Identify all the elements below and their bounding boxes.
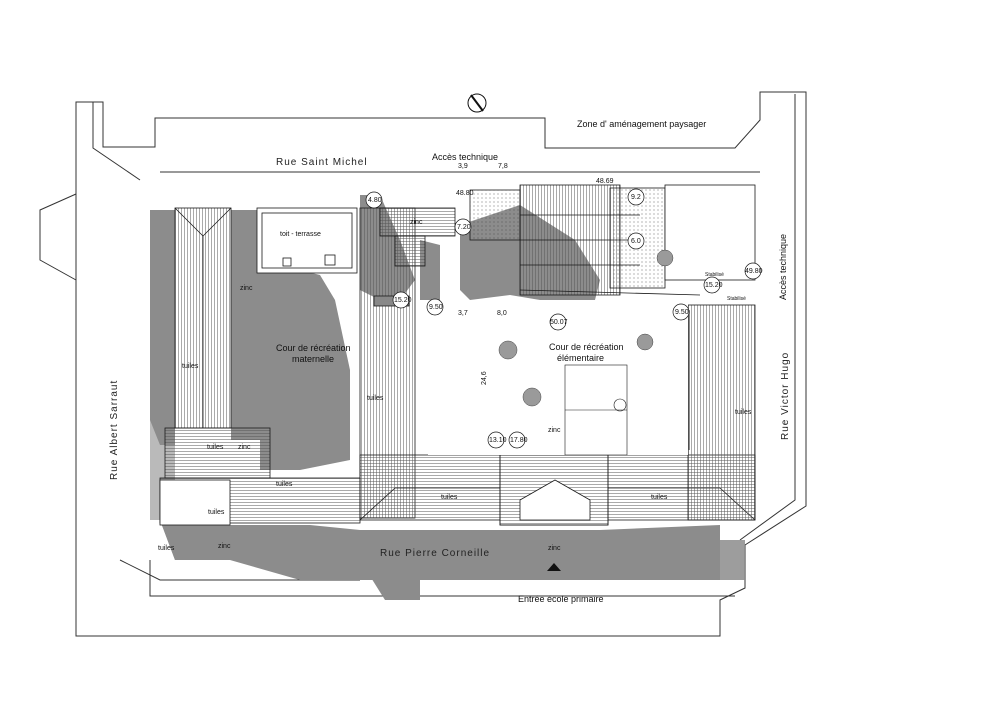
label-cour-maternelle-1: Cour de récréation <box>276 343 351 353</box>
label-zinc-bottom-edge: zinc <box>548 545 561 552</box>
label-zinc-top-central: zinc <box>410 219 423 226</box>
label-zinc-left-bottom: zinc <box>238 444 251 451</box>
label-cour-elementaire-2: élémentaire <box>557 353 604 363</box>
entrance-triangle-icon <box>547 563 561 571</box>
label-zone-paysager: Zone d' aménagement paysager <box>577 119 706 129</box>
level-15-20-b: 15.20 <box>705 282 723 289</box>
cour-elementaire <box>428 300 688 456</box>
label-tuiles-bottom-left: tuiles <box>441 494 458 501</box>
label-acces-technique-right: Accès technique <box>778 234 788 300</box>
label-stabilise-b: Stabilisé <box>727 296 746 302</box>
label-zinc-corner: zinc <box>218 543 231 550</box>
pergola-zone <box>469 184 756 296</box>
trees <box>498 249 674 407</box>
level-17-80: 17.80 <box>510 437 528 444</box>
street-victor-hugo: Rue Victor Hugo <box>780 352 791 440</box>
dim-8-0: 8,0 <box>497 310 507 317</box>
level-48-80: 48.80 <box>456 190 474 197</box>
level-48-69: 48.69 <box>596 178 614 185</box>
label-tuiles-strip: tuiles <box>276 481 293 488</box>
dim-3-9: 3,9 <box>458 163 468 170</box>
north-arrow-icon <box>467 93 487 113</box>
label-cour-maternelle-2: maternelle <box>292 354 334 364</box>
label-tuiles-left: tuiles <box>182 363 199 370</box>
level-9-2: 9.2 <box>631 194 641 201</box>
street-saint-michel: Rue Saint Michel <box>276 157 368 168</box>
label-tuiles-corner: tuiles <box>158 545 175 552</box>
label-tuiles-bottom-right: tuiles <box>651 494 668 501</box>
label-tuiles-small: tuiles <box>208 509 225 516</box>
label-tuiles-central: tuiles <box>367 395 384 402</box>
label-tuiles-right: tuiles <box>735 409 752 416</box>
level-15-20-a: 15.20 <box>394 297 412 304</box>
level-4-80: 4.80 <box>368 197 382 204</box>
level-9-50-a: 9.50 <box>429 304 443 311</box>
label-toit-terrasse: toit - terrasse <box>280 231 321 238</box>
level-markers <box>365 188 762 449</box>
toit-terrasse-block <box>256 207 358 274</box>
level-50-07: 50.07 <box>550 319 568 326</box>
dim-3-7: 3,7 <box>458 310 468 317</box>
label-zinc-bottom-center: zinc <box>548 427 561 434</box>
level-13-10: 13.10 <box>489 437 507 444</box>
building-right-wing <box>687 304 756 521</box>
label-acces-technique-top: Accès technique <box>432 152 498 162</box>
street-albert-sarraut: Rue Albert Sarraut <box>109 380 120 480</box>
label-zinc-left: zinc <box>240 285 253 292</box>
label-cour-elementaire-1: Cour de récréation <box>549 342 624 352</box>
level-49-80: 49.80 <box>745 268 763 275</box>
label-tuiles-left-bottom: tuiles <box>207 444 224 451</box>
street-outlines <box>39 91 807 637</box>
label-entree: Entrée école primaire <box>518 594 604 604</box>
dim-7-8: 7,8 <box>498 163 508 170</box>
level-9-50-b: 9.50 <box>675 309 689 316</box>
dim-24-6: 24,6 <box>481 371 488 385</box>
label-stabilise-a: Stabilisé <box>705 272 724 278</box>
level-6-0: 6.0 <box>631 238 641 245</box>
street-pierre-corneille: Rue Pierre Corneille <box>380 548 490 559</box>
level-7-20: 7.20 <box>457 224 471 231</box>
building-left-wing <box>159 207 361 526</box>
